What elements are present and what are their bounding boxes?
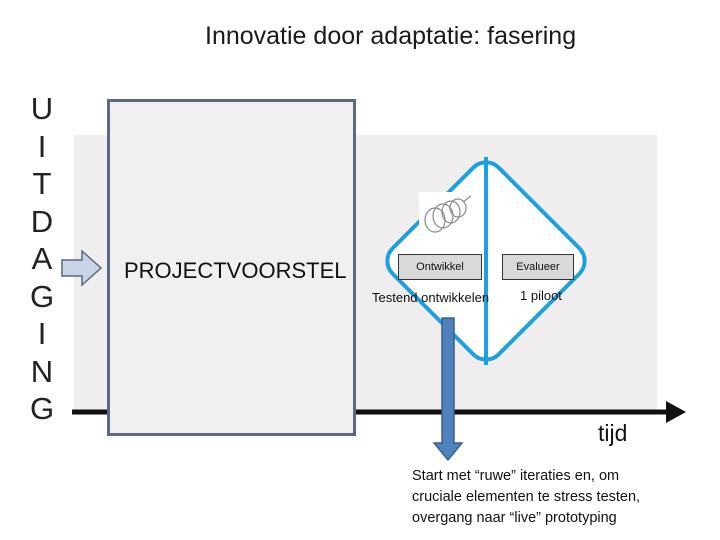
slide-title: Innovatie door adaptatie: fasering	[205, 22, 577, 50]
vertical-letter: G	[29, 391, 55, 426]
right-arrow-icon	[61, 249, 103, 287]
vertical-word: U I T D A G I N G	[22, 90, 62, 428]
develop-sublabel: Testend ontwikkelen	[372, 290, 490, 305]
vertical-letter: D	[30, 203, 54, 239]
caption-line: cruciale elementen te stress testen,	[412, 489, 641, 505]
time-axis-label: tijd	[598, 420, 628, 446]
develop-phase-box: Ontwikkel	[398, 254, 482, 280]
caption-line: Start met “ruwe” iteraties en, om	[412, 468, 620, 484]
vertical-letter: G	[29, 278, 55, 314]
vertical-letter: I	[37, 316, 47, 351]
caption-text: Start met “ruwe” iteraties en, om crucia…	[412, 466, 702, 529]
evaluate-phase-box: Evalueer	[502, 254, 574, 280]
vertical-letter: N	[30, 353, 54, 389]
vertical-letter: T	[32, 166, 52, 201]
caption-line: overgang naar “live” prototyping	[412, 510, 617, 526]
spiral-icon	[419, 192, 475, 244]
vertical-letter: I	[37, 128, 47, 164]
evaluate-sublabel: 1 piloot	[520, 288, 562, 303]
project-proposal-label: PROJECTVOORSTEL	[124, 258, 347, 283]
vertical-letter: A	[31, 241, 53, 276]
vertical-letter: U	[30, 91, 54, 126]
timeline-arrowhead	[666, 401, 686, 423]
down-arrow-icon	[432, 317, 464, 462]
project-proposal-box	[107, 99, 356, 436]
